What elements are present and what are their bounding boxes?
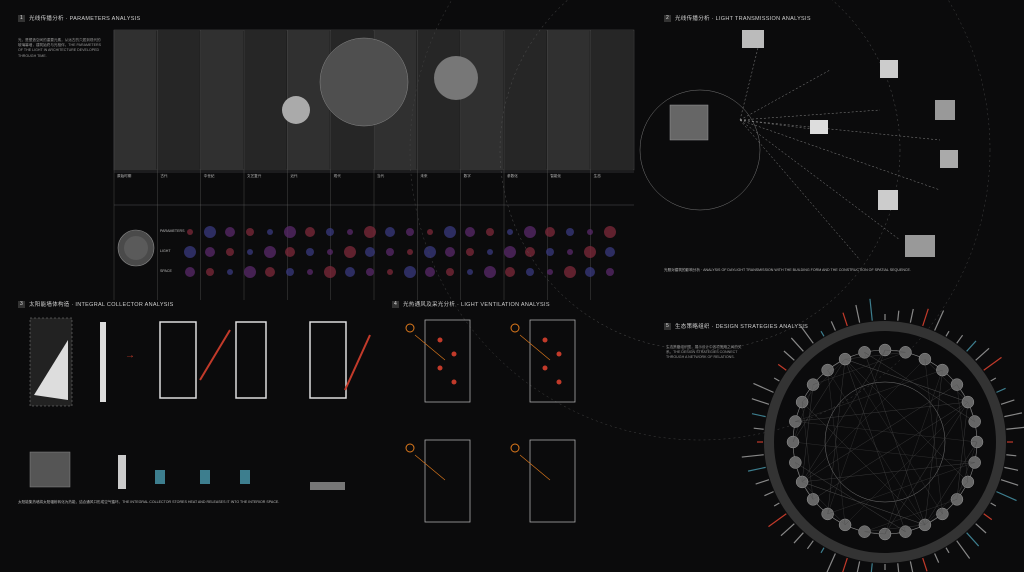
row-label: LIGHT (160, 249, 171, 253)
panel-1-title: 1 光线传播分析 · PARAMETERS ANALYSIS (18, 14, 141, 23)
timeline-image (157, 30, 200, 170)
timeline-header: 未来 (420, 174, 428, 178)
panel-title-text: 光线传播分析 · PARAMETERS ANALYSIS (29, 16, 141, 22)
panel-4-title: 4 光热通风及采光分析 · LIGHT VENTILATION ANALYSIS (392, 300, 550, 309)
panel-5-title: 5 生态策略组织 · DESIGN STRATEGIES ANALYSIS (664, 322, 809, 331)
panel-5-text: 生态策略组织图，展示设计中各项策略之间的关系。THE DESIGN STRATE… (666, 345, 742, 360)
svg-text:→: → (125, 350, 135, 361)
timeline-header: 参数化 (507, 174, 518, 178)
timeline-header: 现代 (333, 174, 341, 178)
timeline-image (590, 30, 633, 170)
panel-number: 3 (18, 301, 25, 309)
panel-3-caption: 太阳能集热墙将太阳辐射转化为热能，结合通风口形成空气循环。THE INTEGRA… (18, 500, 280, 504)
panel-1-text: 光，是塑造空间的重要元素，从远古的穴居到现代的玻璃幕墙，建筑始终与光相伴。THE… (18, 38, 101, 58)
row-label: PARAMETERS (160, 229, 185, 233)
timeline-image (200, 30, 243, 170)
timeline-header: 古代 (160, 174, 168, 178)
timeline-header: 当代 (377, 174, 385, 178)
panel-title-text: 生态策略组织 · DESIGN STRATEGIES ANALYSIS (675, 324, 809, 330)
timeline-header: 中世纪 (203, 174, 215, 178)
timeline-image (547, 30, 590, 170)
panel-2-title: 2 光线传播分析 · LIGHT TRANSMISSION ANALYSIS (664, 14, 811, 23)
panel-number: 1 (18, 15, 25, 23)
panel-title-text: 光热通风及采光分析 · LIGHT VENTILATION ANALYSIS (403, 302, 550, 308)
row-label: SPACE (160, 269, 172, 273)
panel-number: 5 (664, 323, 671, 331)
panel-2-caption: 光照对建筑的影响分析 · ANALYSIS OF DAYLIGHT TRANSM… (664, 268, 911, 272)
timeline-image (504, 30, 547, 170)
timeline-header: 近代 (290, 174, 298, 178)
timeline-header: 数字 (463, 174, 471, 178)
timeline-header: 原始时期 (117, 174, 132, 178)
timeline-image (114, 30, 157, 170)
timeline-image (244, 30, 287, 170)
panel-title-text: 太阳能墙体构造 · INTEGRAL COLLECTOR ANALYSIS (29, 302, 174, 308)
timeline-image (417, 30, 460, 170)
panel-number: 4 (392, 301, 399, 309)
timeline-image (460, 30, 503, 170)
timeline-header: 文艺复兴 (247, 174, 262, 178)
timeline-header: 智能化 (550, 174, 562, 178)
panel-number: 2 (664, 15, 671, 23)
panel-title-text: 光线传播分析 · LIGHT TRANSMISSION ANALYSIS (675, 16, 811, 22)
timeline-header: 生态 (593, 174, 601, 178)
panel-3-title: 3 太阳能墙体构造 · INTEGRAL COLLECTOR ANALYSIS (18, 300, 174, 309)
